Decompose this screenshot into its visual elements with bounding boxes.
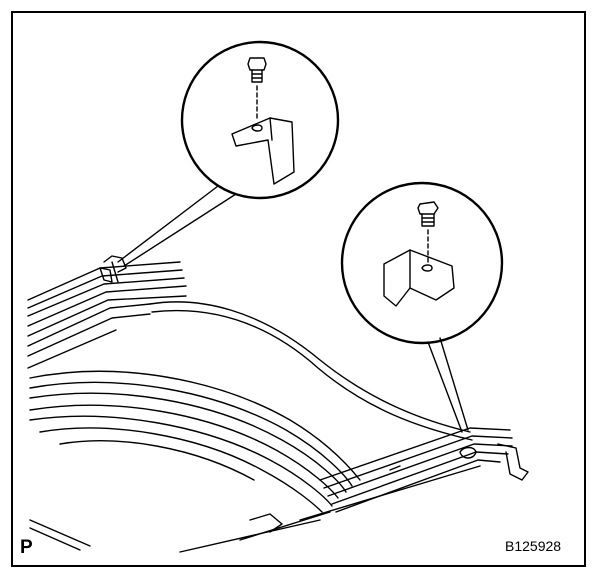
right-callout (340, 181, 504, 433)
corner-label: P (20, 537, 33, 558)
left-rail-assembly (27, 255, 187, 369)
diagram-frame (11, 11, 586, 567)
side-rail-assembly (29, 301, 473, 513)
right-rail-assembly (179, 427, 529, 553)
left-callout (117, 40, 340, 267)
lower-left-rail (29, 519, 91, 551)
figure-code: B125928 (505, 538, 562, 554)
